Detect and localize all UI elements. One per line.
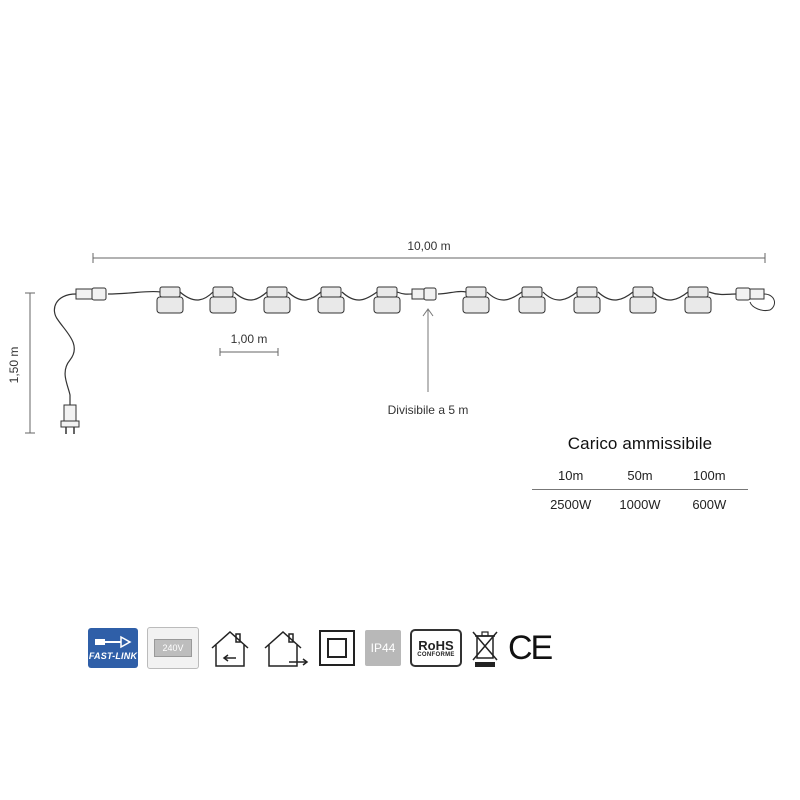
voltage-label: 240V [154, 639, 192, 657]
fast-link-label: FAST-LINK [88, 651, 138, 661]
load-table-value: 2500W [550, 497, 592, 512]
bulb-socket [462, 286, 490, 314]
rohs-sub-label: CONFORME [417, 651, 455, 658]
load-table-value: 1000W [619, 497, 661, 512]
load-table-header: 50m [627, 468, 653, 483]
load-table-title: Carico ammissibile [567, 434, 713, 453]
fast-link-icon: FAST-LINK [88, 628, 138, 668]
end-connector [735, 287, 776, 311]
rohs-icon: RoHS CONFORME [410, 629, 462, 667]
ce-mark-icon: CE [508, 629, 553, 667]
power-cable-plug [53, 293, 80, 434]
load-table-value: 600W [692, 497, 727, 512]
cable-length-label: 1,50 m [7, 347, 21, 384]
load-table-value-row: 2500W 1000W 600W [532, 490, 748, 512]
bulb-socket [573, 286, 601, 314]
bulb-socket [373, 286, 401, 314]
divisible-label: Divisibile a 5 m [388, 403, 469, 417]
ip-label: IP44 [370, 641, 396, 655]
bulb-sockets [156, 286, 712, 314]
spacing-label: 1,00 m [231, 332, 268, 346]
total-length-label: 10,00 m [407, 239, 450, 253]
load-table: Carico ammissibile 10m 50m 100m 2500W 10… [532, 434, 748, 512]
main-cable [107, 290, 737, 301]
ce-label: CE [508, 629, 553, 667]
outdoor-house-icon [261, 628, 309, 668]
start-connector [75, 287, 107, 301]
bulb-socket [209, 286, 237, 314]
bulb-socket [684, 286, 712, 314]
divisible-indicator: Divisibile a 5 m [388, 308, 469, 417]
cable-length-dimension: 1,50 m [7, 292, 35, 434]
load-table-header: 100m [693, 468, 726, 483]
bulb-socket [263, 286, 291, 314]
bulb-socket [156, 286, 184, 314]
certification-icons: FAST-LINK 240V IP44 RoHS CON [88, 627, 560, 669]
bulb-socket [317, 286, 345, 314]
bulb-socket [629, 286, 657, 314]
voltage-240v-icon: 240V [147, 627, 199, 669]
rohs-label: RoHS [418, 637, 454, 653]
bulb-socket [518, 286, 546, 314]
ip44-icon: IP44 [365, 630, 401, 666]
load-table-header-row: 10m 50m 100m [532, 468, 748, 490]
indoor-house-icon [208, 628, 252, 668]
middle-connector [411, 287, 437, 301]
spacing-dimension: 1,00 m [219, 332, 279, 356]
load-table-header: 10m [558, 468, 584, 483]
weee-bin-icon [471, 628, 499, 668]
double-insulation-icon [318, 629, 356, 667]
total-length-dimension: 10,00 m [92, 239, 766, 263]
